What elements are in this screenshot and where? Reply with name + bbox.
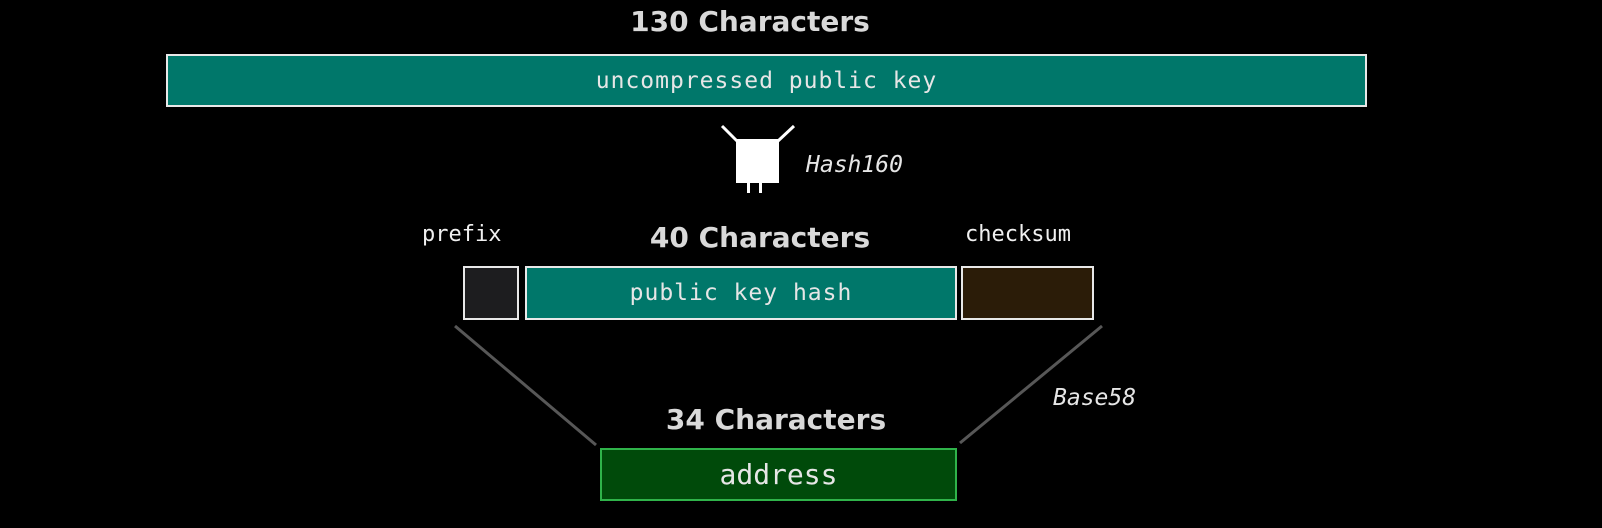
public-key-hash-box: public key hash <box>525 266 957 320</box>
uncompressed-heading: 130 Characters <box>630 5 870 38</box>
address-box: address <box>600 448 957 501</box>
funnel-hash-icon <box>720 124 796 193</box>
hash160-label: Hash160 <box>806 152 903 178</box>
uncompressed-public-key-label: uncompressed public key <box>595 67 938 94</box>
uncompressed-public-key-box: uncompressed public key <box>166 54 1367 107</box>
prefix-label: prefix <box>422 222 502 247</box>
address-label: address <box>719 458 838 491</box>
checksum-label: checksum <box>965 222 1071 247</box>
right-converge-line <box>959 324 1103 445</box>
left-converge-line <box>454 324 597 447</box>
public-key-hash-label: public key hash <box>629 280 853 306</box>
hash-heading: 40 Characters <box>649 221 871 254</box>
checksum-box <box>961 266 1094 320</box>
base58-label: Base58 <box>1053 385 1137 411</box>
address-heading: 34 Characters <box>665 403 887 436</box>
prefix-box <box>463 266 519 320</box>
